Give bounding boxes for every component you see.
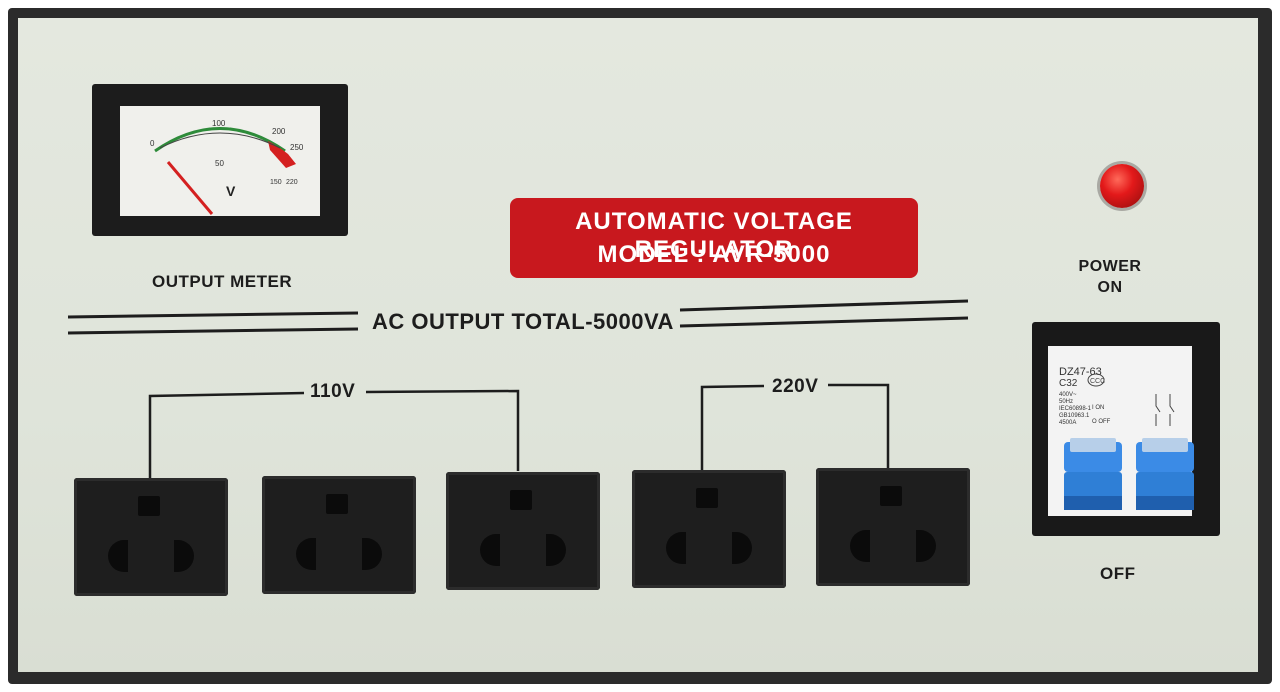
ac-output-banner: AC OUTPUT TOTAL-5000VA [372,309,674,334]
meter-red-zone [268,141,296,168]
rule-line [67,327,359,335]
group-110v-label: 110V [310,381,356,402]
breaker-off-marking: O OFF [1092,419,1111,425]
breaker-off-label: OFF [1100,564,1136,583]
outlet-220v-2[interactable] [816,468,970,586]
power-label: POWER ON [1078,256,1142,298]
meter-tick-label: 200 [272,127,286,136]
meter-needle [166,161,214,215]
meter-scale-arc [154,127,286,153]
certification-mark-icon: CCC [1087,373,1105,387]
rule-line [679,316,969,328]
meter-tick-label: 220 [286,179,298,186]
svg-text:CCC: CCC [1090,378,1105,385]
outlet-220v-1[interactable] [632,470,786,588]
meter-tick-label: 100 [212,119,226,128]
rule-line [67,311,359,319]
power-label-line1: POWER [1078,258,1142,275]
breaker-spec: 400V~ [1059,392,1077,398]
meter-tick-label: 50 [215,159,224,168]
breaker-spec: 4500A [1059,420,1077,426]
connector-220-left [700,384,765,470]
breaker-toggle-pole-1[interactable] [1062,436,1124,514]
breaker-rating: C32 [1059,378,1078,389]
breaker-spec: 50Hz [1059,399,1074,405]
meter-tick-label: 0 [150,139,155,148]
outlet-110v-2[interactable] [262,476,416,594]
output-meter-label: OUTPUT METER [152,272,293,291]
breaker-on-marking: I ON [1092,405,1105,411]
output-meter-dial: 0 50 100 200 250 150 220 V [120,106,320,216]
connector-110-right [365,389,520,471]
breaker-spec: GB10963.1 [1059,413,1090,419]
breaker-toggle-pole-2[interactable] [1134,436,1196,514]
model-plate: AUTOMATIC VOLTAGE REGULATOR MODEL : AVR-… [510,198,918,278]
connector-220-right [828,383,890,468]
connector-110-left [148,391,305,478]
breaker-wiring-symbol-icon [1155,394,1175,426]
meter-unit-label: V [226,183,236,199]
plate-title: AUTOMATIC VOLTAGE REGULATOR [575,208,853,263]
breaker-spec: IEC60898-1 [1059,406,1092,412]
meter-tick-label: 150 [270,179,282,186]
meter-tick-label: 250 [290,143,304,152]
power-indicator-lamp [1100,164,1144,208]
outlet-110v-1[interactable] [74,478,228,596]
group-220v-label: 220V [772,376,819,397]
outlet-110v-3[interactable] [446,472,600,590]
power-label-line2: ON [1097,279,1123,296]
plate-model: MODEL : AVR-5000 [597,241,831,268]
rule-line [679,299,969,312]
